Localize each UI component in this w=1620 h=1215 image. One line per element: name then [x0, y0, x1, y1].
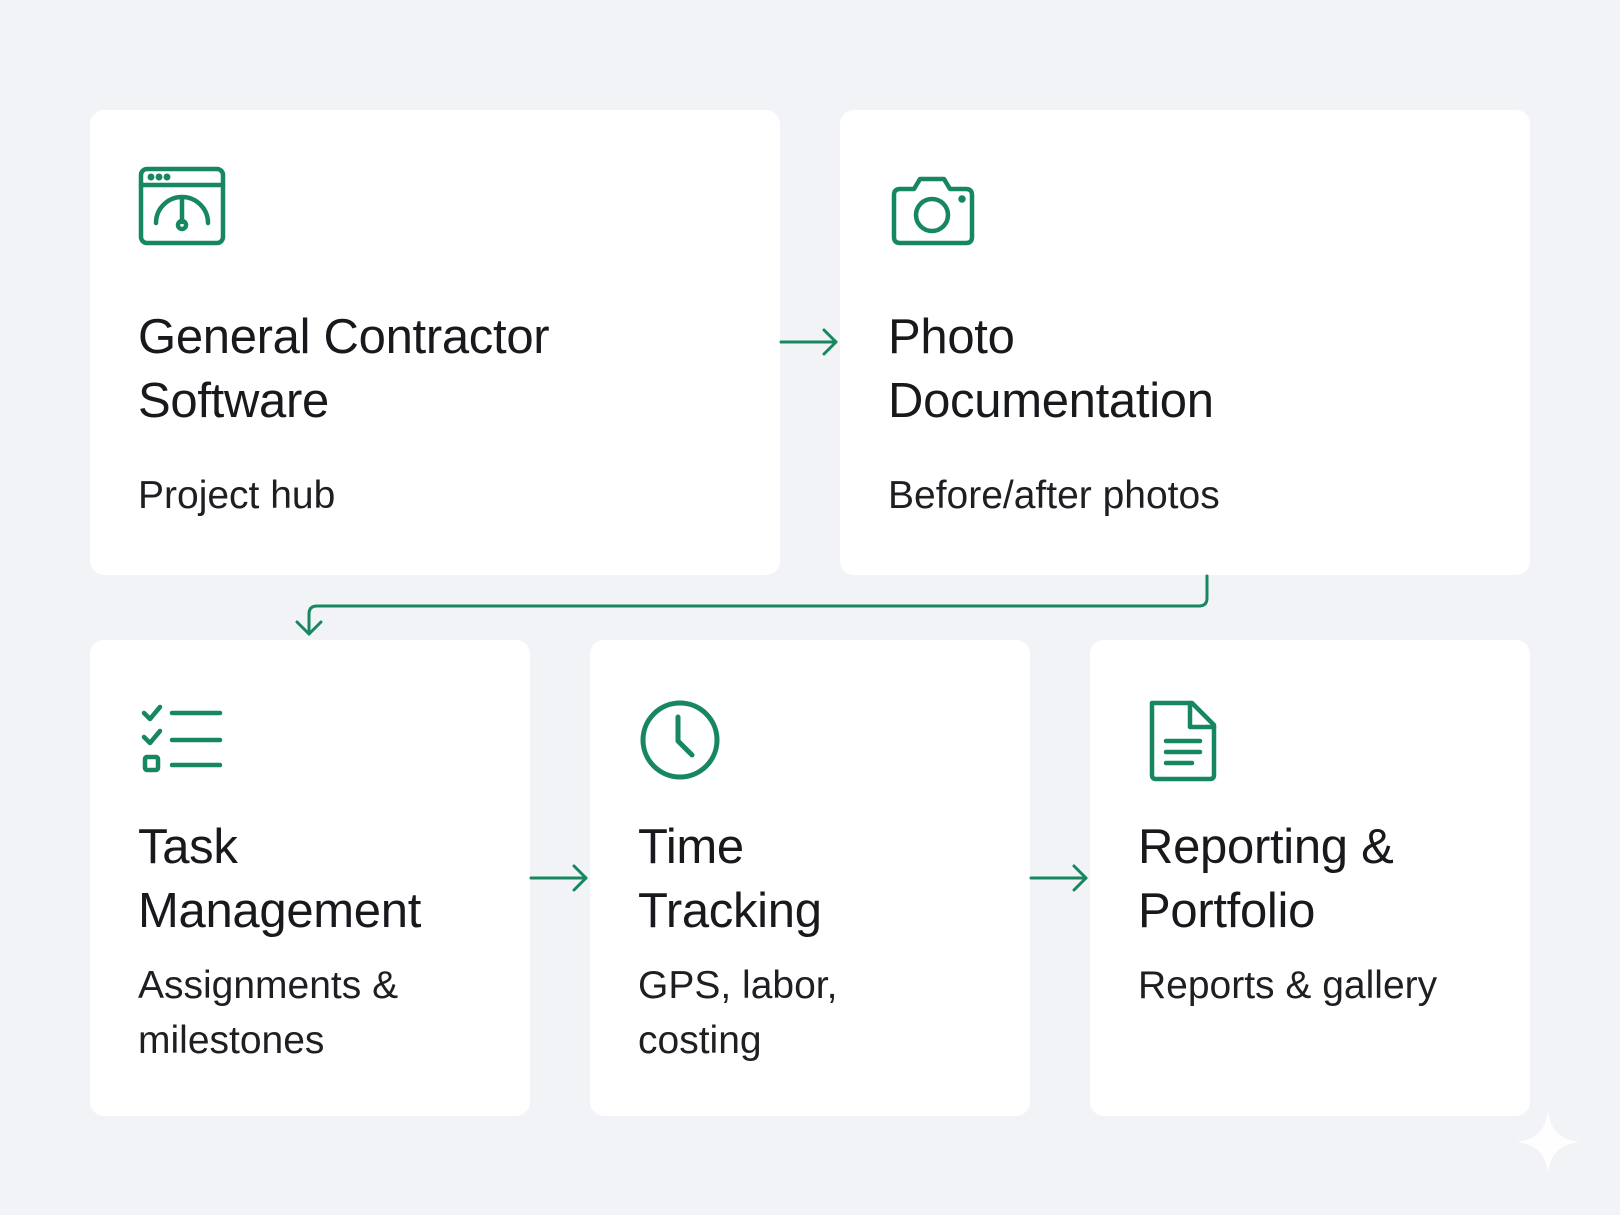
- clock-icon: [638, 695, 728, 785]
- card-subtitle: Before/after photos: [888, 474, 1220, 517]
- card-task-management: Task Management Assignments & milestones: [90, 640, 530, 1116]
- arrow-right-icon: [529, 864, 588, 892]
- arrow-down-icon: [295, 574, 1209, 636]
- arrow-right-icon: [779, 328, 838, 356]
- card-title: Reporting & Portfolio: [1138, 820, 1394, 938]
- card-subtitle: Project hub: [138, 474, 336, 517]
- document-icon: [1138, 695, 1228, 785]
- checklist-icon: [138, 695, 228, 785]
- card-title: Task Management: [138, 820, 422, 938]
- card-subtitle: Assignments & milestones: [138, 964, 399, 1062]
- card-subtitle: GPS, labor, costing: [638, 964, 838, 1062]
- camera-icon: [888, 165, 978, 255]
- card-reporting-portfolio: Reporting & Portfolio Reports & gallery: [1090, 640, 1530, 1116]
- card-title: Photo Documentation: [888, 310, 1214, 428]
- card-title: General Contractor Software: [138, 310, 550, 428]
- card-photo-documentation: Photo Documentation Before/after photos: [840, 110, 1530, 575]
- card-title: Time Tracking: [638, 820, 822, 938]
- card-time-tracking: Time Tracking GPS, labor, costing: [590, 640, 1030, 1116]
- arrow-right-icon: [1029, 864, 1088, 892]
- card-subtitle: Reports & gallery: [1138, 964, 1438, 1007]
- card-general-contractor-software: General Contractor Software Project hub: [90, 110, 780, 575]
- dashboard-browser-icon: [138, 165, 228, 255]
- sparkle-icon: [1514, 1108, 1582, 1176]
